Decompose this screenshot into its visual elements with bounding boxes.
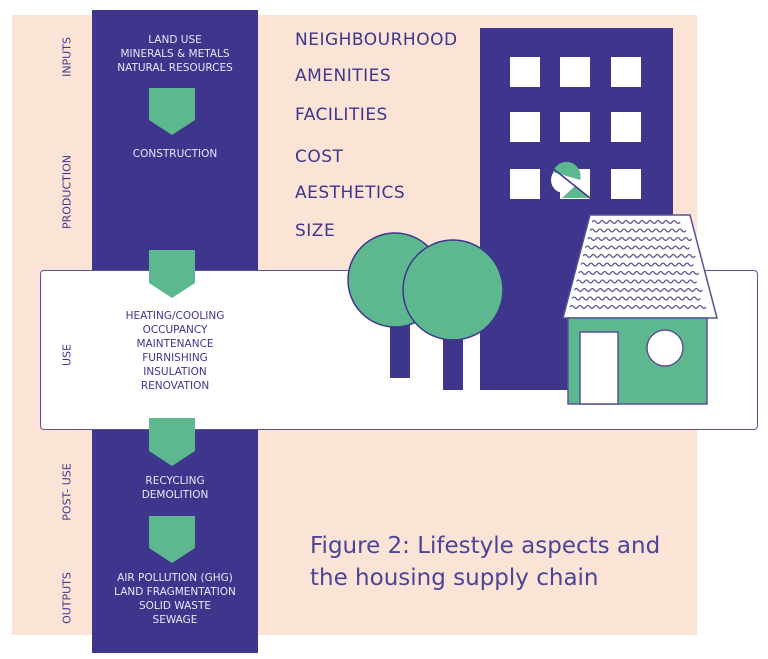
list-item: RENOVATION bbox=[140, 380, 210, 392]
list-item: INSULATION bbox=[143, 366, 207, 378]
figure-caption: Figure 2: Lifestyle aspects and the hous… bbox=[310, 530, 660, 594]
aspect-cost: COST bbox=[295, 147, 344, 167]
list-item: SEWAGE bbox=[152, 614, 198, 626]
roof-tile-line bbox=[591, 219, 681, 225]
aspect-aesthetics: AESTHETICS bbox=[295, 183, 406, 203]
roof-tile-line bbox=[584, 245, 691, 250]
stage-label-production: PRODUCTION bbox=[60, 155, 74, 229]
caption-line: Figure 2: Lifestyle aspects and bbox=[310, 533, 661, 559]
aspect-neighbourhood: NEIGHBOURHOOD bbox=[295, 30, 458, 50]
roof-tile-line bbox=[573, 287, 703, 293]
list-item: MAINTENANCE bbox=[136, 338, 214, 350]
roof-tile-line bbox=[589, 228, 687, 233]
list-item: NATURAL RESOURCES bbox=[117, 62, 233, 74]
stage-label-inputs: INPUTS bbox=[60, 37, 74, 77]
list-item: HEATING/COOLING bbox=[125, 310, 225, 322]
roof-tile-line bbox=[576, 279, 698, 284]
roof-tile-line bbox=[582, 253, 696, 259]
post-use-list: RECYCLING DEMOLITION bbox=[92, 474, 258, 502]
list-item: OCCUPANCY bbox=[142, 324, 208, 336]
use-list: HEATING/COOLING OCCUPANCY MAINTENANCE FU… bbox=[92, 309, 258, 393]
person-icon bbox=[535, 154, 591, 199]
stage-label-use: USE bbox=[60, 344, 74, 366]
aspect-size: SIZE bbox=[295, 221, 336, 241]
roof-tile-line bbox=[587, 236, 693, 242]
list-item: LAND FRAGMENTATION bbox=[114, 586, 236, 598]
arrow-down-icon bbox=[149, 516, 195, 563]
stage-label-outputs: OUTPUTS bbox=[60, 572, 74, 624]
list-item: LAND USE bbox=[148, 34, 202, 46]
list-item: RECYCLING bbox=[145, 475, 205, 487]
stage-label-post-use: POST- USE bbox=[60, 463, 74, 521]
arrows bbox=[149, 88, 195, 563]
aspect-amenities: AMENITIES bbox=[295, 66, 392, 86]
list-item: MINERALS & METALS bbox=[120, 48, 230, 60]
list-item: DEMOLITION bbox=[141, 489, 209, 501]
list-item: SOLID WASTE bbox=[138, 600, 211, 612]
roof-tile-line bbox=[569, 304, 707, 310]
production-list: CONSTRUCTION bbox=[92, 147, 258, 161]
aspect-facilities: FACILITIES bbox=[295, 105, 388, 125]
list-item: AIR POLLUTION (GHG) bbox=[117, 572, 233, 584]
list-item: CONSTRUCTION bbox=[132, 148, 218, 160]
inputs-list: LAND USE MINERALS & METALS NATURAL RESOU… bbox=[92, 33, 258, 75]
arrow-down-icon bbox=[149, 88, 195, 135]
arrow-down-icon bbox=[149, 250, 195, 298]
caption-line: the housing supply chain bbox=[310, 565, 599, 591]
roof-tile-line bbox=[578, 270, 700, 276]
outputs-list: AIR POLLUTION (GHG) LAND FRAGMENTATION S… bbox=[92, 571, 258, 627]
arrow-down-icon bbox=[149, 418, 195, 466]
list-item: FURNISHING bbox=[142, 352, 208, 364]
roof-tile-line bbox=[580, 262, 694, 267]
tree-icon bbox=[402, 239, 504, 390]
house-icon bbox=[562, 214, 718, 405]
roof-tile-line bbox=[571, 296, 701, 301]
